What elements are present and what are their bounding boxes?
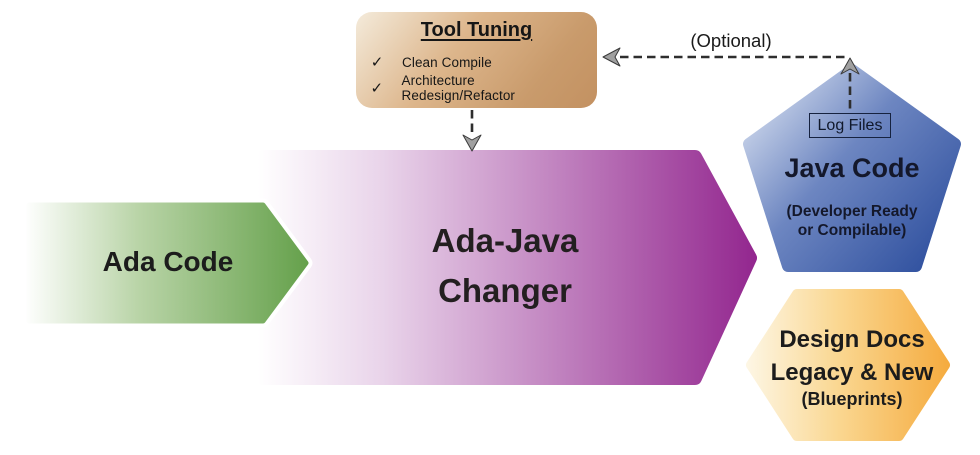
- design-docs-line2: Legacy & New: [770, 359, 934, 386]
- changer-label-line2: Changer: [438, 272, 572, 309]
- java-code-pentagon-shape: [743, 64, 961, 272]
- checkmark-icon: ✓: [370, 80, 384, 97]
- ada-code-label: Ada Code: [102, 246, 234, 277]
- tool-tuning-item-label: Clean Compile: [402, 54, 492, 70]
- design-docs-line3: (Blueprints): [801, 389, 903, 409]
- arrowhead-down-icon: [462, 134, 482, 152]
- tool-tuning-item: ✓ Architecture Redesign/Refactor: [366, 73, 587, 103]
- changer-label-line1: Ada-Java: [431, 222, 579, 259]
- design-docs-line1: Design Docs: [779, 326, 925, 353]
- arrowhead-up-icon: [840, 57, 860, 75]
- tool-tuning-box: Tool Tuning ✓ Clean Compile ✓ Architectu…: [356, 12, 597, 108]
- java-code-title: Java Code: [784, 153, 920, 183]
- tool-tuning-item: ✓ Clean Compile: [366, 49, 587, 75]
- ada-java-changer-label: Ada-Java Changer: [300, 216, 710, 316]
- design-docs-label-group: Design Docs Legacy & New (Blueprints): [752, 326, 952, 410]
- java-code-label-group: Java Code (Developer Ready or Compilable…: [752, 150, 952, 240]
- tool-tuning-item-label: Architecture Redesign/Refactor: [401, 73, 516, 103]
- java-code-subtitle-line1: (Developer Ready: [786, 203, 918, 220]
- arrowhead-left-icon: [602, 47, 621, 67]
- ada-code-arrow-shape: [26, 202, 309, 324]
- optional-connector-label: (Optional): [690, 30, 772, 51]
- checkmark-icon: ✓: [370, 54, 384, 71]
- ada-java-changer-arrow-shape: [256, 150, 757, 385]
- tool-tuning-title: Tool Tuning: [420, 19, 533, 41]
- design-docs-hexagon-shape: [746, 289, 950, 441]
- java-code-subtitle-line2: or Compilable): [797, 222, 907, 239]
- log-files-tag: Log Files: [809, 113, 891, 138]
